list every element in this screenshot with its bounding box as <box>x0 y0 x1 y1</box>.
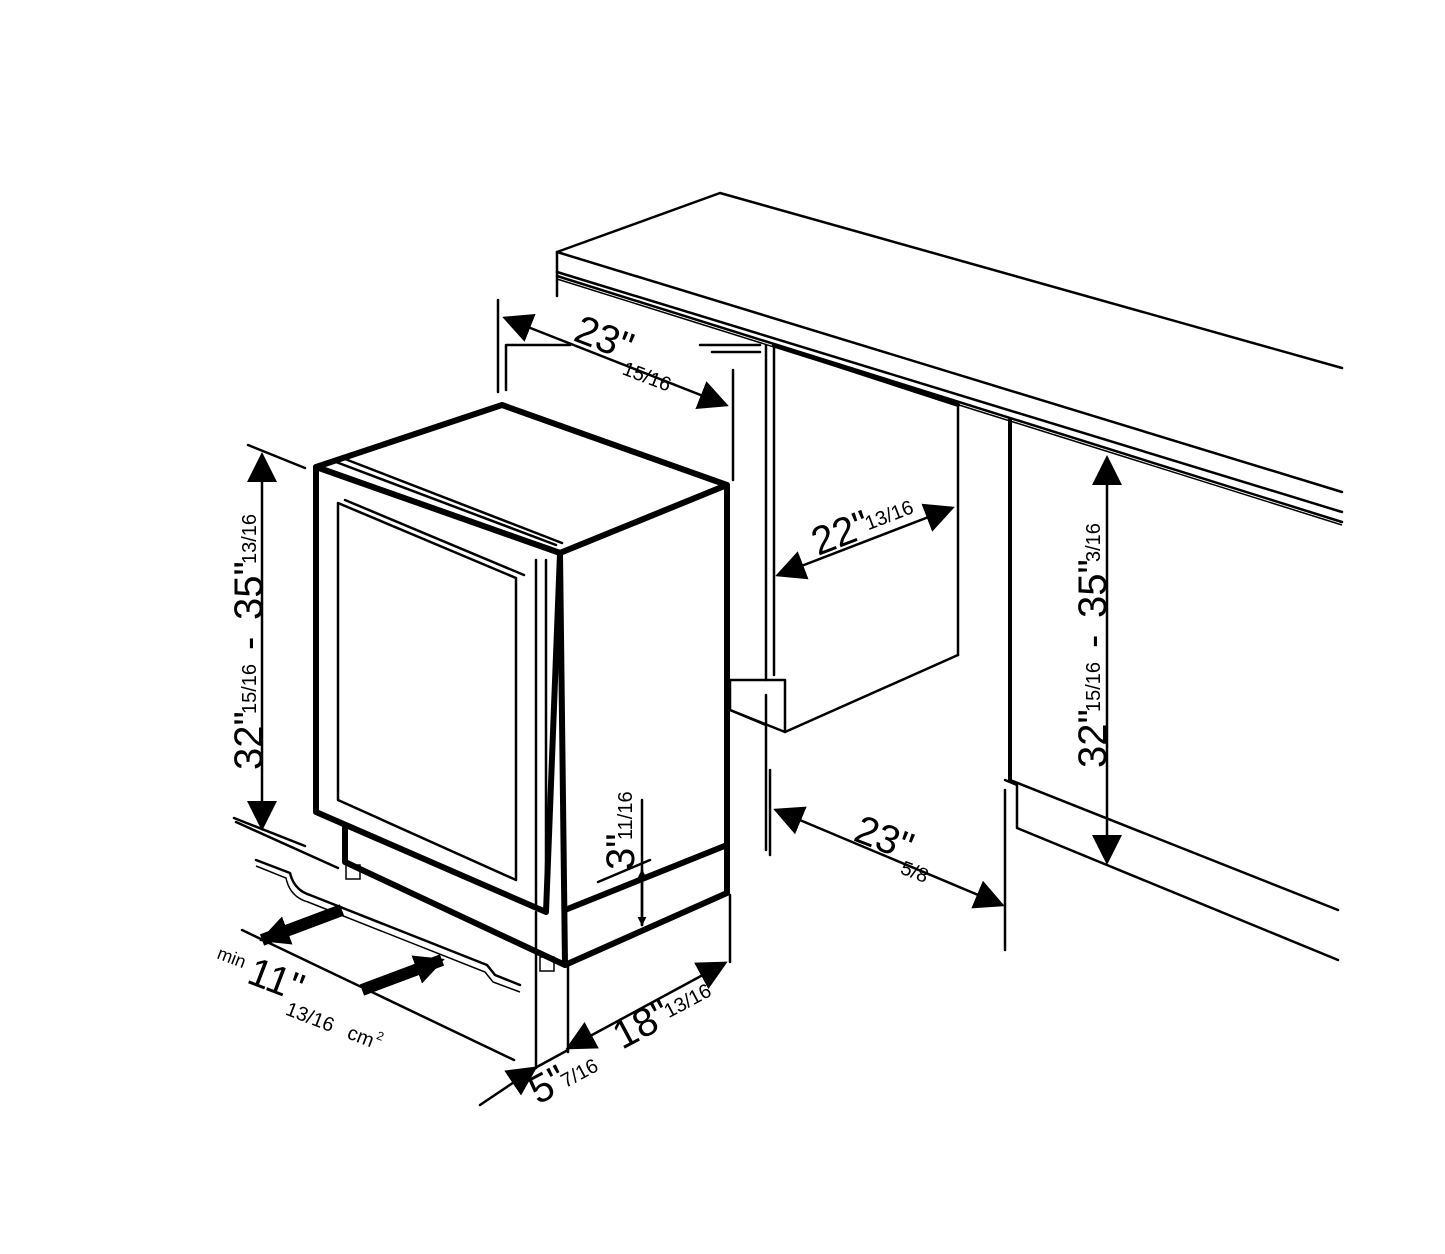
label-plinth-height: 3" 11/16 <box>599 791 643 870</box>
dim-from-fraction: 15/16 <box>239 664 261 714</box>
dim-to-fraction: 3/16 <box>1083 523 1105 562</box>
dim-fraction: 11/16 <box>615 791 637 840</box>
dim-to-fraction: 13/16 <box>239 514 261 564</box>
dim-unit-superscript: 2 <box>375 1028 387 1044</box>
dim-fraction: 15/16 <box>619 358 674 396</box>
dimension-lines <box>232 298 1122 1107</box>
dim-from-fraction: 15/16 <box>1083 662 1105 712</box>
label-niche-height: 32" 15/16 - 35" 3/16 <box>1071 523 1115 768</box>
label-niche-width: 23" 5/8 <box>849 807 932 888</box>
appliance-body <box>313 402 730 972</box>
ventilation-arrows <box>259 904 445 996</box>
dim-to-whole: 35" <box>1071 559 1115 618</box>
label-niche-depth: 22" 13/16 <box>805 497 917 565</box>
label-appliance-width: 18" 13/16 <box>606 980 716 1058</box>
dim-separator: - <box>227 637 271 650</box>
label-cabinet-depth: 23" 15/16 <box>569 307 674 396</box>
dim-fraction: 7/16 <box>557 1055 602 1093</box>
dim-from-whole: 32" <box>1071 709 1115 768</box>
dim-whole: 3" <box>599 834 643 870</box>
dim-fraction: 13/16 <box>283 998 338 1036</box>
dim-from-whole: 32" <box>227 711 271 770</box>
dim-fraction: 13/16 <box>661 980 716 1023</box>
dim-whole: 22" <box>805 502 876 564</box>
dim-fraction: 5/8 <box>897 857 931 888</box>
dim-to-whole: 35" <box>227 561 271 620</box>
dim-unit: cm <box>344 1022 377 1052</box>
dim-fraction: 13/16 <box>862 497 917 535</box>
dim-prefix: min <box>215 943 249 972</box>
label-appliance-height: 32" 15/16 - 35" 13/16 <box>227 514 271 770</box>
label-ventilation: min 11" 13/16 cm 2 <box>215 943 387 1052</box>
dim-separator: - <box>1071 635 1115 648</box>
